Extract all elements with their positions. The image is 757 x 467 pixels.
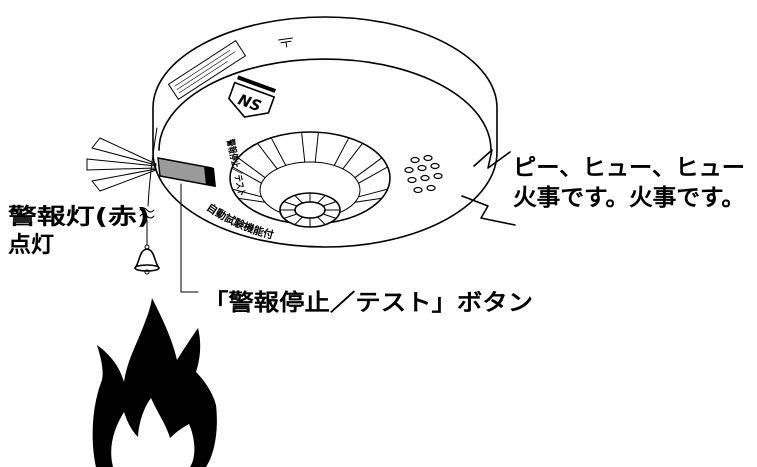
sensor-grille <box>229 131 391 228</box>
rating-label-plate <box>167 39 247 101</box>
sensor-fin-edge <box>237 157 266 179</box>
hub-spoke <box>284 213 298 219</box>
sensor-fin-edge <box>354 157 383 179</box>
sensor-fin-edge <box>257 142 278 170</box>
bell-icon <box>134 244 160 275</box>
sensor-fin-edge <box>354 197 383 203</box>
sound-hole <box>407 176 417 184</box>
alarm-sound-text: ピー、ヒュー、ヒュー <box>513 155 745 181</box>
sensor-fin-edge <box>270 137 287 166</box>
sensor-fin-edge <box>231 188 262 198</box>
sound-hole <box>413 186 423 194</box>
sensor-fin-edge <box>231 166 262 184</box>
button-leader-line <box>180 183 199 293</box>
sensor-fin-edge <box>314 131 319 163</box>
hub-spoke <box>317 216 325 225</box>
hub-spoke <box>322 201 336 207</box>
hub-spoke <box>295 216 303 225</box>
hub-spoke <box>317 195 325 204</box>
sensor-hub-spokes <box>280 193 340 227</box>
sound-zigzag-icon <box>473 149 511 169</box>
sound-hole <box>404 166 414 174</box>
button-caption: 「警報停止／テスト」ボタン <box>203 289 533 316</box>
sound-hole <box>433 172 443 180</box>
fire-alarm-device: NS 警報停止／テスト 自動試験機能付 <box>152 16 498 248</box>
cord-break-mark <box>139 207 155 219</box>
buzzer-sound-holes <box>404 154 443 194</box>
lamp-caption-line-1: 警報灯(赤) <box>7 204 150 230</box>
sound-zigzag-icon <box>461 195 516 226</box>
pull-cord <box>134 127 160 275</box>
sensor-fins <box>231 131 389 203</box>
sensor-fin-edge <box>358 188 389 198</box>
lamp-caption-line-2: 点灯 <box>8 232 54 258</box>
sensor-fin-edge <box>301 131 306 163</box>
alarm-lamp-tip <box>204 166 216 187</box>
device-face-edge <box>158 58 492 151</box>
hub-spoke <box>284 201 298 207</box>
voice-message-text: 火事です。火事です。 <box>513 185 745 211</box>
cord-upper <box>147 127 158 207</box>
sensor-fin-edge <box>333 137 350 166</box>
flame-icon <box>92 298 217 467</box>
hub-spoke <box>295 195 303 204</box>
sensor-fin-edge <box>342 142 363 170</box>
sound-hole <box>423 154 433 162</box>
sound-hole <box>430 162 440 170</box>
sound-hole <box>417 164 427 172</box>
rim-small-mark <box>278 37 294 48</box>
sensor-fin-edge <box>358 166 389 184</box>
sound-hole <box>410 156 420 164</box>
sensor-hub-center <box>294 201 326 219</box>
logo-small-print <box>237 75 276 93</box>
sensor-fin-edge <box>237 197 266 203</box>
hub-spoke <box>322 213 336 219</box>
logo-badge <box>227 81 276 118</box>
ns-certification-logo: NS <box>227 75 276 118</box>
sound-hole <box>420 174 430 182</box>
sound-hole <box>426 184 436 192</box>
lamp-light-rays-icon <box>86 137 157 192</box>
flame-inner <box>111 398 195 467</box>
